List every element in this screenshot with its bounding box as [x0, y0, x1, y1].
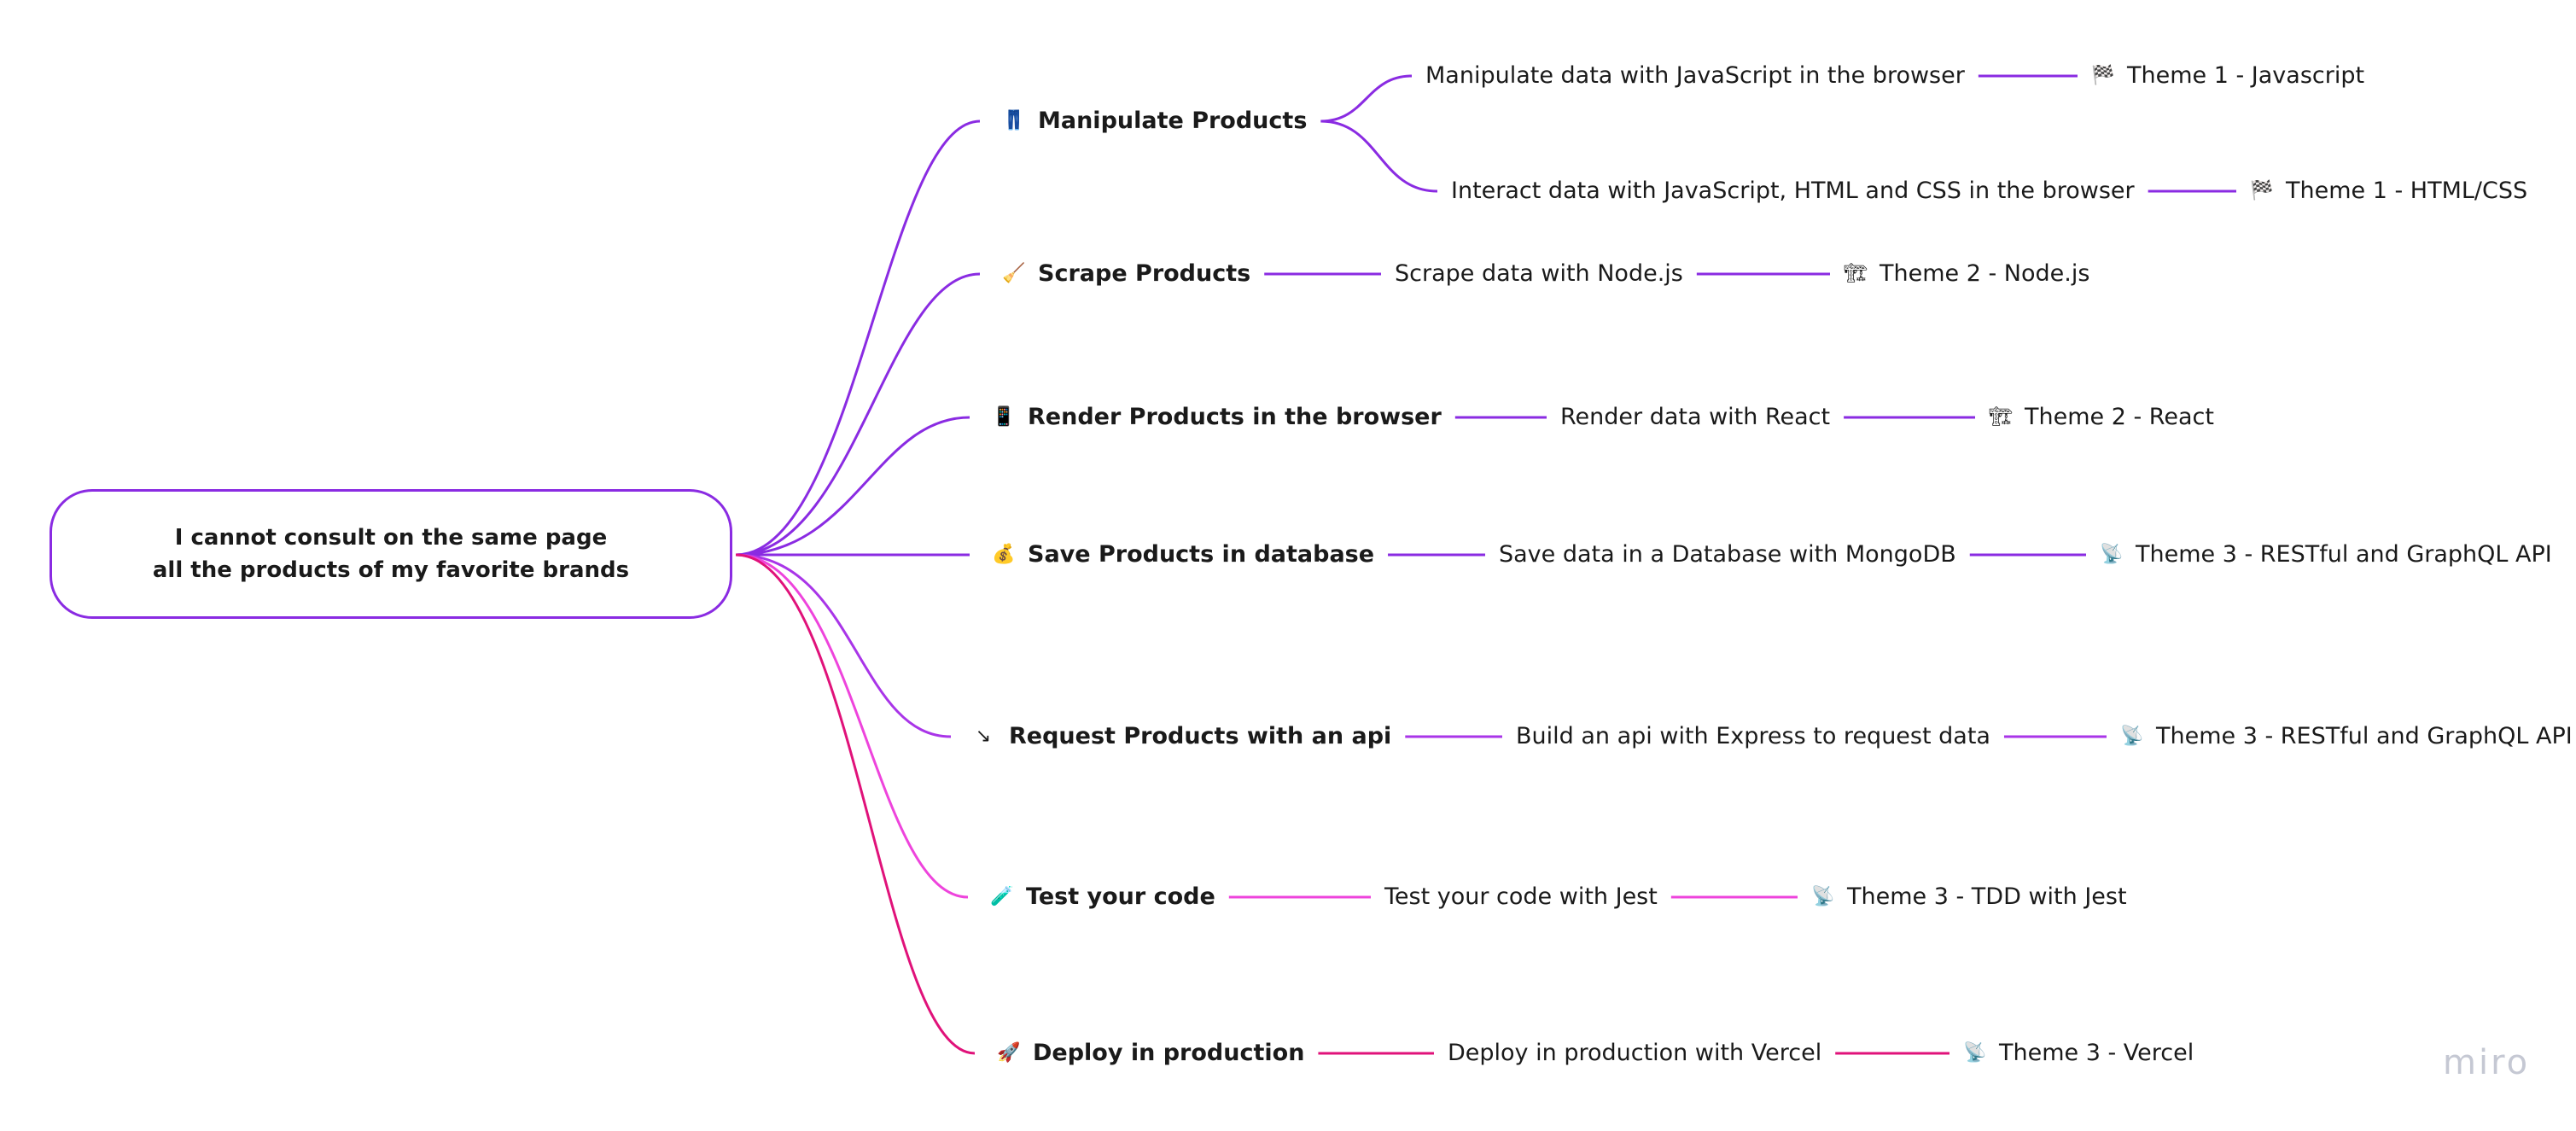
- subtopic-node-6-1[interactable]: Test your code with Jest: [1384, 882, 1658, 912]
- satellite-dish-icon: 📡: [2120, 726, 2144, 747]
- construction-crane-icon: 🏗: [1989, 406, 2013, 428]
- topic-node-1[interactable]: 👖 Manipulate Products: [1002, 106, 1307, 137]
- theme-node-7-1-label: Theme 3 - Vercel: [1999, 1040, 2194, 1066]
- theme-node-1-2[interactable]: 🏁 Theme 1 - HTML/CSS: [2250, 176, 2527, 207]
- miro-logo: miro: [2443, 1043, 2531, 1082]
- theme-node-1-1-label: Theme 1 - Javascript: [2127, 62, 2365, 89]
- checkered-flag-icon: 🏁: [2091, 65, 2115, 86]
- satellite-dish-icon: 📡: [2100, 544, 2124, 565]
- theme-node-4-1[interactable]: 📡 Theme 3 - RESTful and GraphQL API: [2100, 539, 2552, 570]
- test-tube-icon: 🧪: [990, 886, 1014, 907]
- child-connector-1-1: [1320, 74, 1413, 123]
- subtopic-node-2-1[interactable]: Scrape data with Node.js: [1395, 259, 1683, 289]
- satellite-dish-icon: 📡: [1963, 1042, 1987, 1064]
- theme-node-3-1-label: Theme 2 - React: [2025, 404, 2214, 430]
- topic-node-2[interactable]: 🧹 Scrape Products: [1002, 259, 1250, 289]
- theme-node-5-1-label: Theme 3 - RESTful and GraphQL API: [2156, 723, 2573, 749]
- subtopic-node-7-1[interactable]: Deploy in production with Vercel: [1448, 1038, 1821, 1069]
- jeans-icon: 👖: [1002, 110, 1026, 131]
- mobile-phone-icon: 📱: [992, 406, 1016, 428]
- branch-connector-3: [735, 416, 970, 557]
- branch-connector-2: [735, 272, 981, 557]
- subtopic-node-2-1-label: Scrape data with Node.js: [1395, 260, 1683, 287]
- subtopic-node-4-1[interactable]: Save data in a Database with MongoDB: [1499, 539, 1956, 570]
- subtopic-node-1-2-label: Interact data with JavaScript, HTML and …: [1451, 178, 2135, 204]
- subtopic-node-5-1[interactable]: Build an api with Express to request dat…: [1516, 721, 1990, 752]
- subtopic-node-1-1[interactable]: Manipulate data with JavaScript in the b…: [1425, 61, 1965, 91]
- branch-connector-5: [735, 553, 952, 738]
- satellite-dish-icon: 📡: [1811, 886, 1835, 907]
- topic-node-5[interactable]: ↘ Request Products with an api: [973, 721, 1392, 752]
- subtopic-node-5-1-label: Build an api with Express to request dat…: [1516, 723, 1990, 749]
- branch-connector-7: [735, 553, 976, 1055]
- theme-node-7-1[interactable]: 📡 Theme 3 - Vercel: [1963, 1038, 2194, 1069]
- root-line-2: all the products of my favorite brands: [152, 557, 630, 583]
- branch-connector-1: [735, 120, 981, 557]
- topic-node-6[interactable]: 🧪 Test your code: [990, 882, 1215, 912]
- subtopic-node-3-1[interactable]: Render data with React: [1560, 402, 1830, 433]
- subtopic-node-7-1-label: Deploy in production with Vercel: [1448, 1040, 1822, 1066]
- theme-node-1-1[interactable]: 🏁 Theme 1 - Javascript: [2091, 61, 2364, 91]
- topic-node-4-label: Save Products in database: [1028, 541, 1375, 568]
- construction-crane-icon: 🏗: [1844, 263, 1868, 284]
- rocket-icon: 🚀: [997, 1042, 1021, 1064]
- topic-node-6-label: Test your code: [1026, 883, 1215, 910]
- topic-node-7[interactable]: 🚀 Deploy in production: [997, 1038, 1304, 1069]
- root-line-1: I cannot consult on the same page: [174, 525, 608, 551]
- checkered-flag-icon: 🏁: [2250, 180, 2274, 201]
- subtopic-node-4-1-label: Save data in a Database with MongoDB: [1499, 541, 1956, 568]
- topic-node-2-label: Scrape Products: [1038, 260, 1251, 287]
- topic-node-3[interactable]: 📱 Render Products in the browser: [992, 402, 1442, 433]
- theme-node-1-2-label: Theme 1 - HTML/CSS: [2286, 178, 2528, 204]
- subtopic-node-1-1-label: Manipulate data with JavaScript in the b…: [1425, 62, 1965, 89]
- topic-node-5-label: Request Products with an api: [1009, 723, 1392, 749]
- arrow-down-right-icon: ↘: [975, 726, 992, 747]
- broom-icon: 🧹: [1002, 263, 1026, 284]
- theme-node-3-1[interactable]: 🏗 Theme 2 - React: [1989, 402, 2214, 433]
- root-node[interactable]: I cannot consult on the same page all th…: [50, 489, 732, 619]
- money-icon: 💰: [992, 544, 1016, 565]
- theme-node-6-1[interactable]: 📡 Theme 3 - TDD with Jest: [1811, 882, 2127, 912]
- theme-node-4-1-label: Theme 3 - RESTful and GraphQL API: [2136, 541, 2552, 568]
- subtopic-node-1-2[interactable]: Interact data with JavaScript, HTML and …: [1451, 176, 2135, 207]
- subtopic-node-3-1-label: Render data with React: [1560, 404, 1831, 430]
- branch-connector-6: [735, 553, 969, 899]
- child-connector-1-2: [1320, 120, 1438, 193]
- topic-node-1-label: Manipulate Products: [1038, 108, 1308, 134]
- topic-node-4[interactable]: 💰 Save Products in database: [992, 539, 1374, 570]
- topic-node-3-label: Render Products in the browser: [1028, 404, 1442, 430]
- theme-node-2-1[interactable]: 🏗 Theme 2 - Node.js: [1844, 259, 2089, 289]
- topic-node-7-label: Deploy in production: [1033, 1040, 1305, 1066]
- theme-node-5-1[interactable]: 📡 Theme 3 - RESTful and GraphQL API: [2120, 721, 2573, 752]
- theme-node-6-1-label: Theme 3 - TDD with Jest: [1847, 883, 2127, 910]
- theme-node-2-1-label: Theme 2 - Node.js: [1880, 260, 2090, 287]
- subtopic-node-6-1-label: Test your code with Jest: [1384, 883, 1658, 910]
